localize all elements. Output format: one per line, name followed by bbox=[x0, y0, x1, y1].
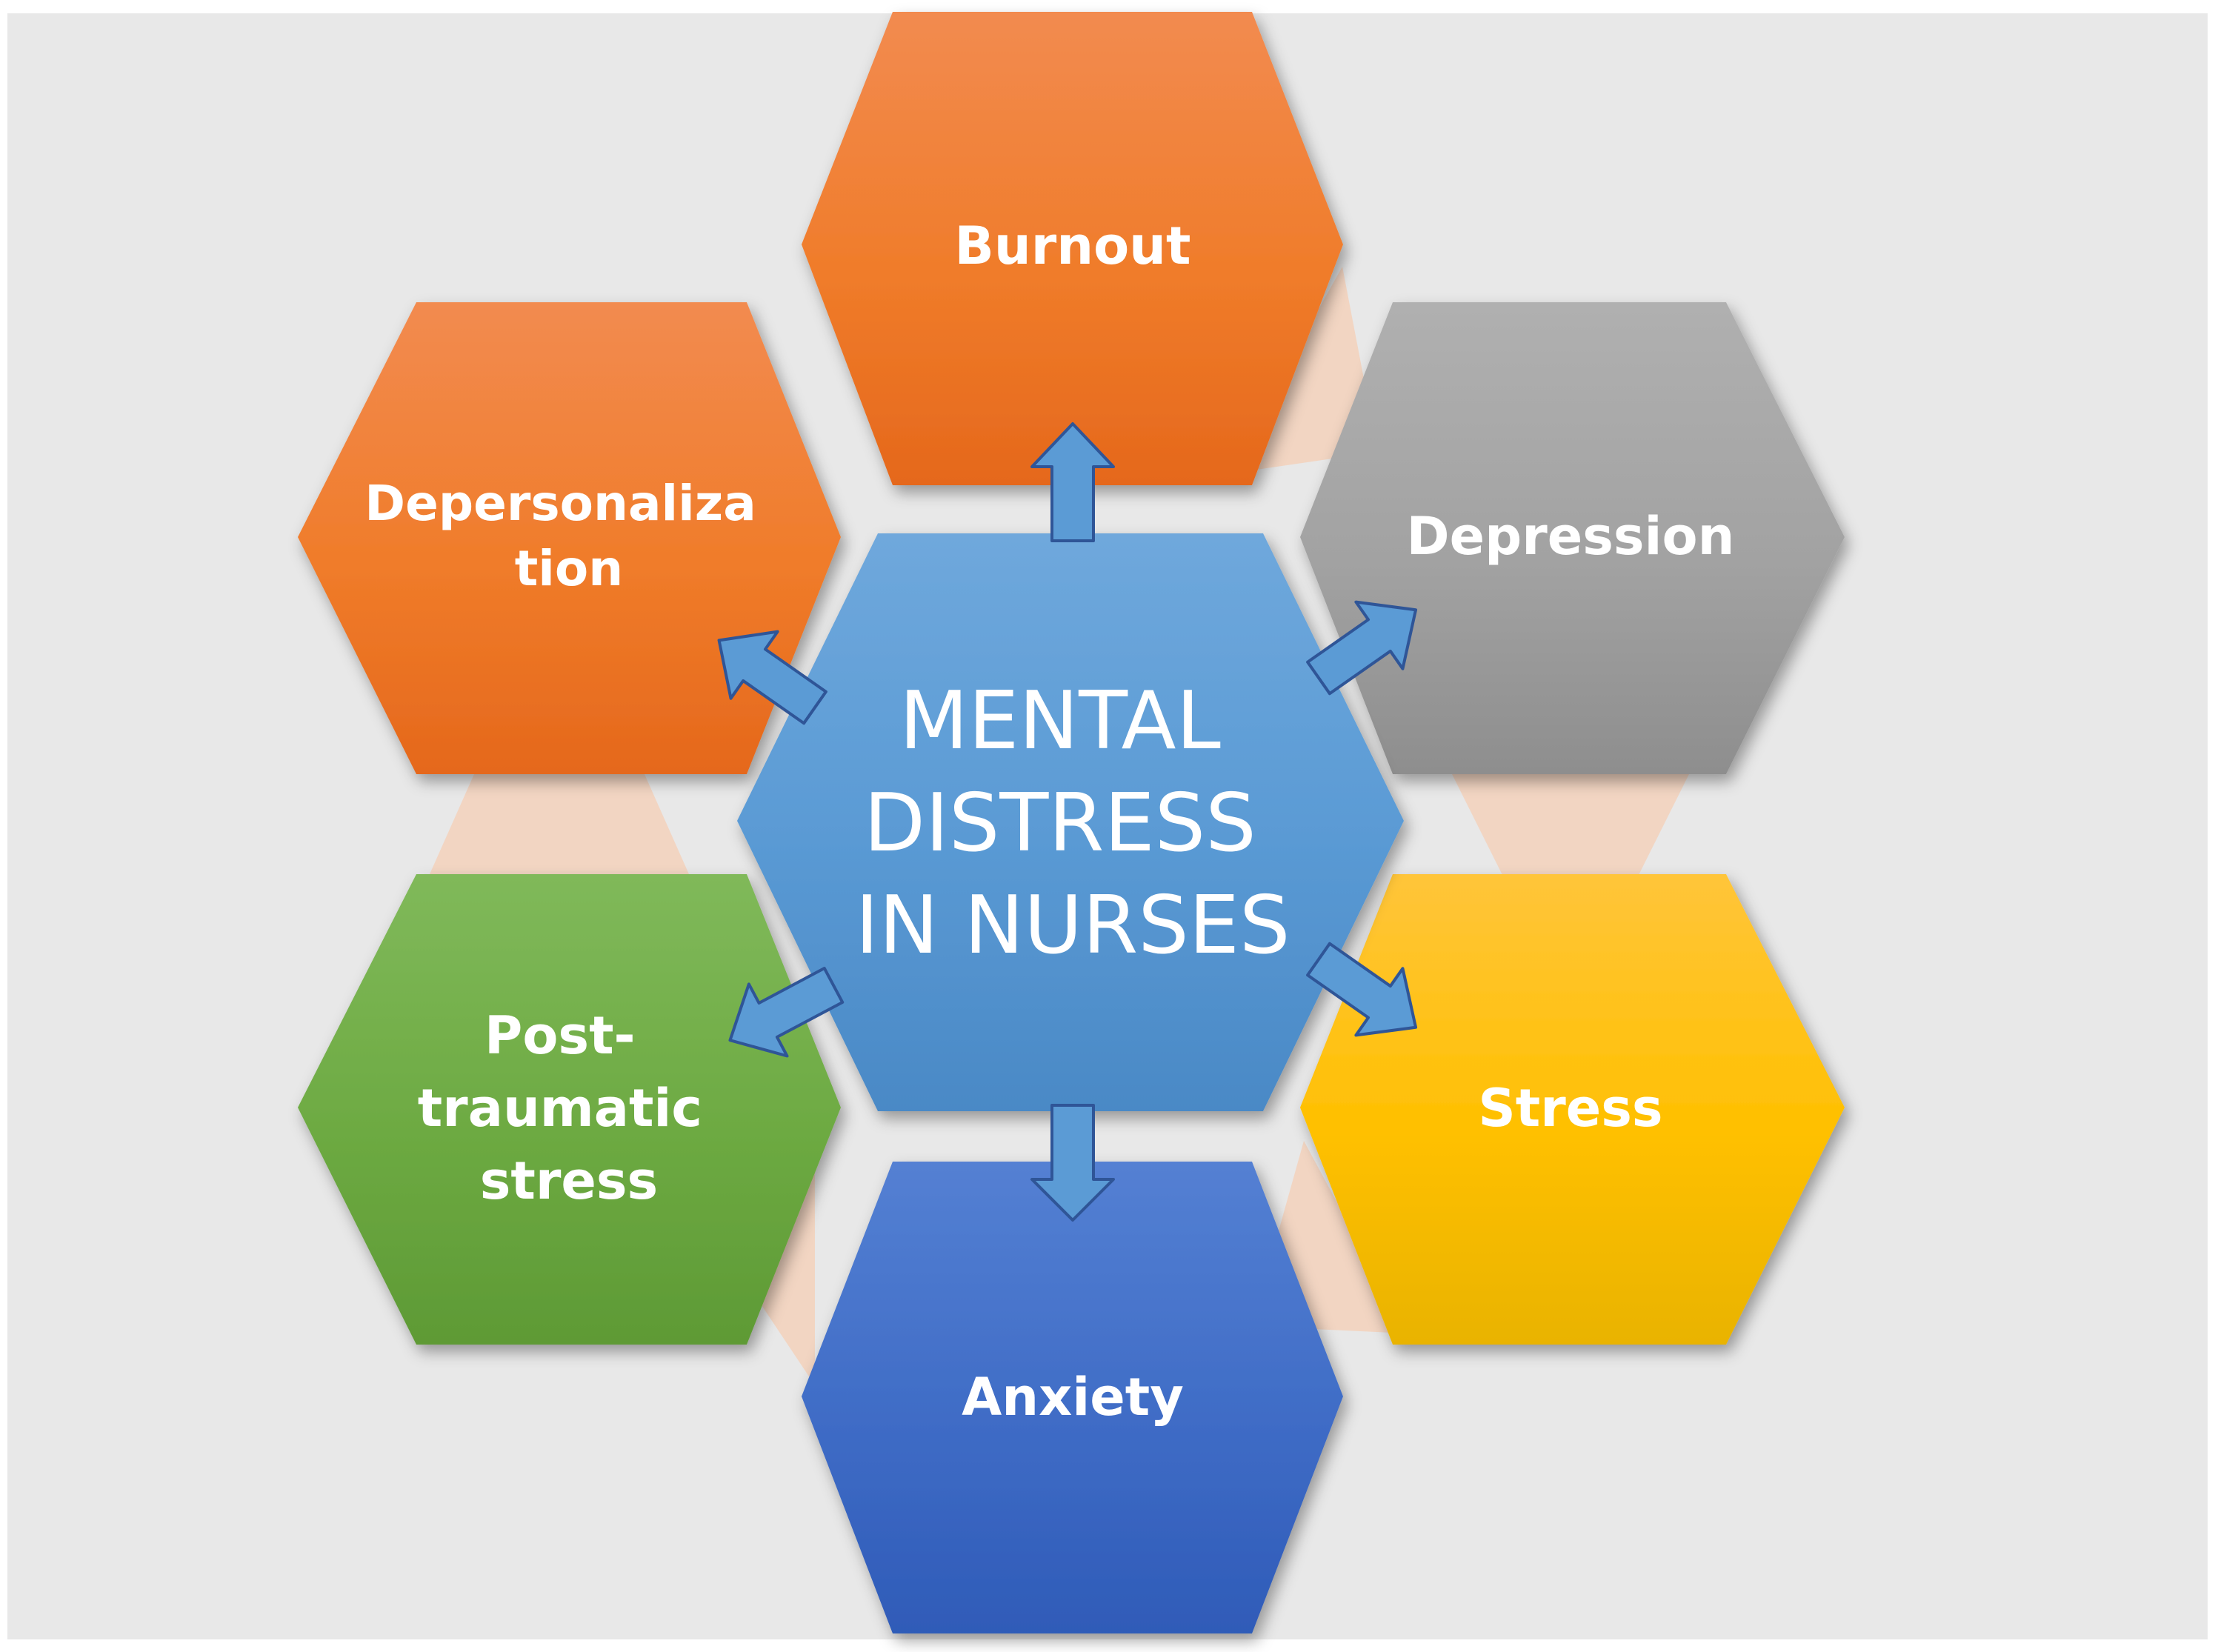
hexagon-post-traumatic-stress bbox=[298, 874, 841, 1345]
arrow-to-stress bbox=[1306, 942, 1418, 1037]
node-burnout: Burnout bbox=[802, 12, 1343, 485]
arrow-shape-post-traumatic-stress bbox=[728, 967, 845, 1058]
arrow-shape-depersonalization bbox=[717, 630, 827, 725]
arrow-to-depersonalization bbox=[717, 630, 827, 725]
hexagon-anxiety bbox=[802, 1162, 1343, 1633]
arrow-to-burnout bbox=[1030, 422, 1115, 542]
center-title: MENTAL DISTRESS IN NURSES bbox=[855, 675, 1290, 972]
connector-depression-stress bbox=[1452, 774, 1689, 878]
arrow-shape-stress bbox=[1306, 942, 1418, 1037]
connector-bands bbox=[430, 267, 1689, 1385]
label-burnout: Burnout bbox=[955, 216, 1191, 276]
node-depersonalization: Depersonaliza tion bbox=[298, 302, 841, 774]
node-depression: Depression bbox=[1300, 302, 1845, 774]
arrow-shape-anxiety bbox=[1030, 1104, 1115, 1222]
hexagon-depression bbox=[1300, 302, 1845, 774]
hexagon-burnout bbox=[802, 12, 1343, 485]
arrow-to-post-traumatic-stress bbox=[728, 967, 845, 1058]
hexagon-stress bbox=[1300, 874, 1845, 1345]
label-anxiety: Anxiety bbox=[962, 1367, 1184, 1428]
node-stress: Stress bbox=[1300, 874, 1845, 1345]
arrow-shape-depression bbox=[1306, 600, 1418, 696]
node-anxiety: Anxiety bbox=[802, 1162, 1343, 1633]
hexagon-center bbox=[737, 533, 1404, 1111]
hexagon-depersonalization bbox=[298, 302, 841, 774]
arrows bbox=[717, 422, 1418, 1222]
arrow-to-anxiety bbox=[1030, 1104, 1115, 1222]
label-depersonalization: Depersonaliza tion bbox=[364, 475, 773, 597]
arrow-to-depression bbox=[1306, 600, 1418, 696]
label-post-traumatic-stress: Post- traumatic stress bbox=[418, 1005, 721, 1211]
connector-post-depersonalization bbox=[430, 774, 689, 874]
node-post-traumatic-stress: Post- traumatic stress bbox=[298, 874, 841, 1345]
label-depression: Depression bbox=[1407, 506, 1735, 567]
arrow-shape-burnout bbox=[1030, 422, 1115, 542]
label-stress: Stress bbox=[1478, 1078, 1662, 1139]
connector-anxiety-post bbox=[741, 1170, 815, 1385]
center-node: MENTAL DISTRESS IN NURSES bbox=[737, 533, 1404, 1111]
